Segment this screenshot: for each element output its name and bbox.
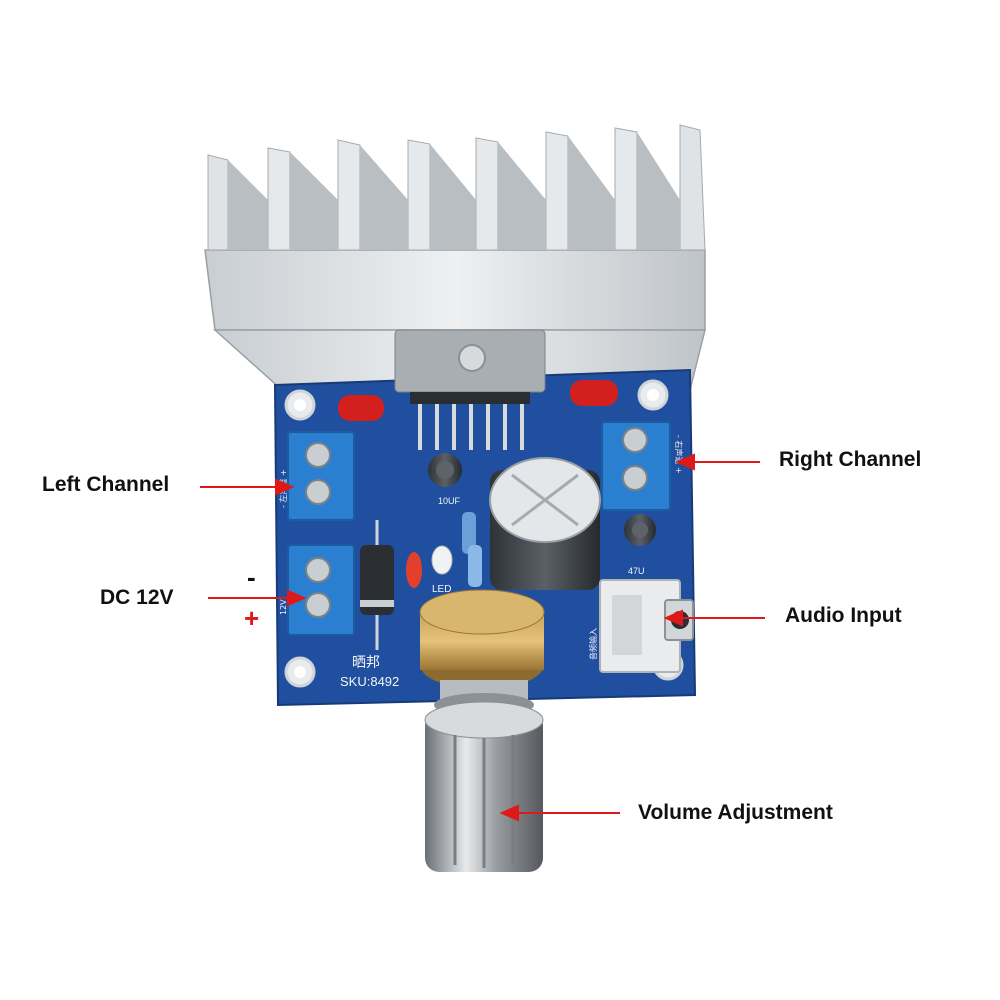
silkscreen-power-terminal: 12V [279,599,288,615]
led [431,545,453,575]
arrow-left-icon [499,804,620,822]
right-channel-label: Right Channel [779,448,922,471]
amplifier-ic [394,329,546,450]
resistor [468,545,482,587]
mounting-hole [284,656,316,688]
polarity-plus: + [244,603,260,633]
audio-input-label: Audio Input [785,604,902,627]
mounting-hole [284,389,316,421]
audio-input-jack [599,579,694,673]
large-capacitor [489,457,601,590]
mounting-hole [637,379,669,411]
dc-power-label: DC 12V [100,586,174,609]
silkscreen-led: LED [432,584,451,595]
silkscreen-cap-small: 10UF [438,496,461,506]
polarity-minus: - [247,562,256,592]
film-capacitor [338,395,384,421]
right-channel-terminal [601,421,671,511]
resistor [462,512,476,554]
silkscreen-cap-right: 47U [628,566,645,576]
arrow-left-icon [675,453,760,471]
arrow-left-icon [200,478,295,496]
pcb-board [273,368,697,707]
arrow-left-icon [208,589,307,607]
diode [360,520,394,650]
silkscreen-sku: SKU:8492 [340,674,399,689]
left-channel-terminal [287,431,355,521]
film-capacitor [570,380,618,406]
small-electrolytic-capacitor [428,453,462,487]
volume-adjustment-label: Volume Adjustment [638,801,833,824]
volume-potentiometer [419,589,545,717]
power-terminal [287,544,355,636]
left-channel-label: Left Channel [42,473,170,496]
volume-knob [424,701,544,872]
silkscreen-right-terminal: - 右声道 + [674,435,684,474]
small-electrolytic-capacitor [624,514,656,546]
ceramic-capacitor [406,552,422,588]
silkscreen-brand: 晒邦 [352,655,380,671]
arrow-left-icon [663,609,765,627]
silkscreen-audio-jack: 音频输入 [588,628,598,660]
